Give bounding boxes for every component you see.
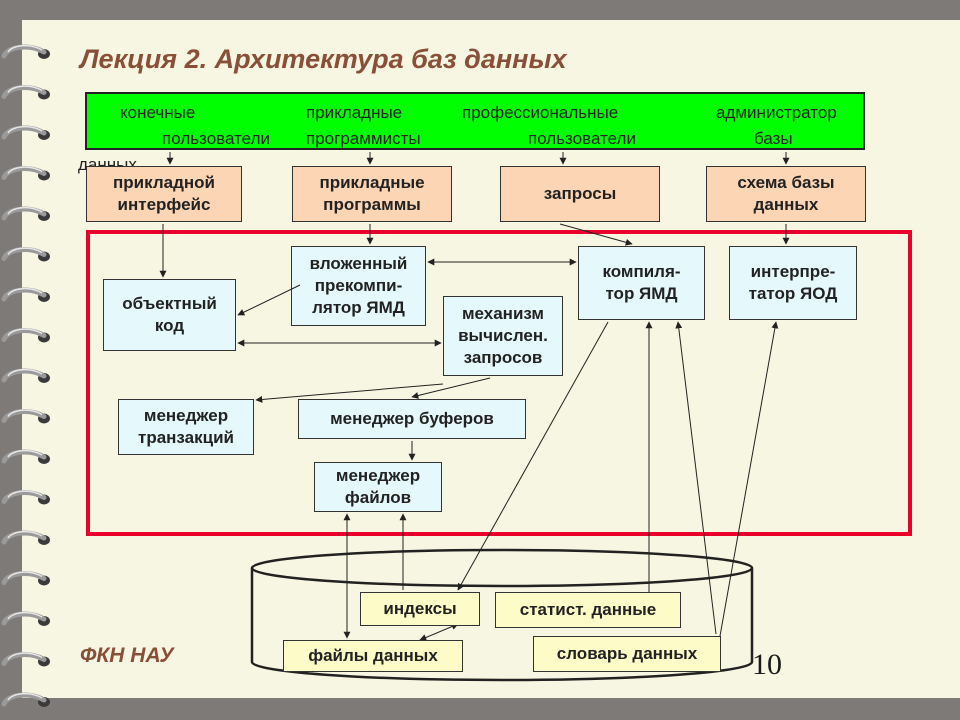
- spiral-ring: [1, 409, 50, 424]
- spiral-ring: [1, 287, 50, 302]
- spiral-ring: [1, 490, 50, 505]
- spiral-ring: [1, 44, 50, 59]
- query-engine-box: механизм вычислен. запросов: [443, 296, 563, 376]
- spiral-ring: [1, 247, 50, 262]
- spiral-ring: [1, 652, 50, 667]
- spiral-ring: [1, 611, 50, 626]
- embedded-precompiler-box: вложенный прекомпи- лятор ЯМД: [291, 246, 426, 326]
- spiral-ring: [1, 571, 50, 586]
- statistics-box: статист. данные: [495, 592, 681, 628]
- db-schema-box: схема базы данных: [706, 166, 866, 222]
- role-pro-users: профессиональные: [462, 103, 619, 122]
- spiral-ring: [1, 85, 50, 100]
- spiral-ring: [1, 449, 50, 464]
- compiler-box: компиля- тор ЯМД: [578, 246, 705, 320]
- app-interface-box: прикладной интерфейс: [86, 166, 242, 222]
- spiral-ring: [1, 530, 50, 545]
- spiral-ring: [1, 206, 50, 221]
- buffer-manager-box: менеджер буферов: [298, 399, 526, 439]
- interpreter-box: интерпре- татор ЯОД: [729, 246, 857, 320]
- indexes-box: индексы: [360, 592, 480, 626]
- spiral-ring: [1, 368, 50, 383]
- role-end-users-2: пользователи: [162, 129, 270, 148]
- data-dictionary-box: словарь данных: [533, 636, 721, 672]
- role-app-programmers-2: программисты: [306, 129, 421, 148]
- page-number: 10: [752, 648, 782, 681]
- spiral-ring: [1, 125, 50, 140]
- role-pro-users-2: пользователи: [528, 129, 636, 148]
- slide-title: Лекция 2. Архитектура баз данных: [80, 44, 567, 74]
- queries-box: запросы: [500, 166, 660, 222]
- role-dba: администратор: [716, 103, 837, 122]
- transaction-manager-box: менеджер транзакций: [118, 399, 254, 455]
- app-programs-box: прикладные программы: [292, 166, 452, 222]
- data-files-box: файлы данных: [283, 640, 463, 672]
- user-roles-bar: [85, 92, 865, 150]
- file-manager-box: менеджер файлов: [314, 462, 442, 512]
- role-dba-2: базы: [754, 129, 793, 148]
- spiral-ring: [1, 166, 50, 181]
- role-end-users: конечные: [120, 103, 196, 122]
- spiral-ring: [1, 328, 50, 343]
- spiral-ring: [1, 692, 50, 707]
- spiral-binding: [1, 44, 50, 707]
- object-code-box: объектный код: [103, 279, 236, 351]
- footer-label: ФКН НАУ: [80, 644, 174, 667]
- role-app-programmers: прикладные: [306, 103, 403, 122]
